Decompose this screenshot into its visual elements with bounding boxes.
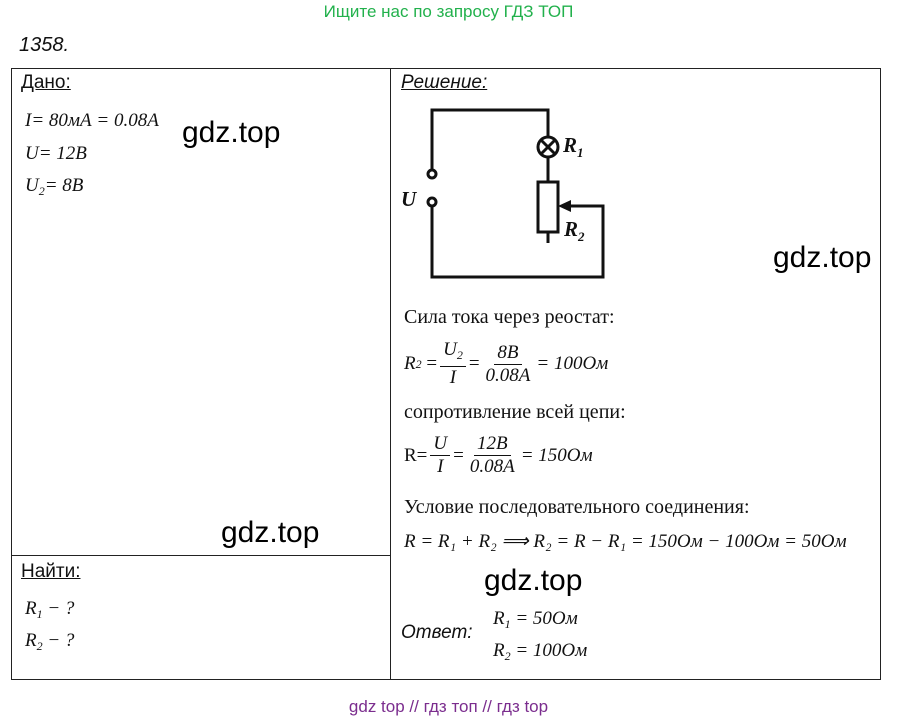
table-divider-vertical xyxy=(390,68,391,680)
circuit-wire xyxy=(430,204,605,279)
circuit-diagram: U R1 R2 xyxy=(401,108,605,279)
solution-heading: Решение: xyxy=(401,72,488,93)
circuit-wire xyxy=(430,108,550,170)
table-divider-horizontal xyxy=(11,555,391,556)
label-r2: R2 xyxy=(563,217,585,244)
equation-series: R = R₁ + R₂ ⟹ R₂ = R − R₁ = 150Ом − 100О… xyxy=(404,531,847,552)
answer-r1: R1 = 50Ом xyxy=(493,608,578,631)
terminal-icon xyxy=(426,196,438,208)
rheostat-icon xyxy=(536,180,560,234)
find-heading: Найти: xyxy=(21,561,81,582)
text-series-condition: Условие последовательного соединения: xyxy=(404,496,750,518)
terminal-icon xyxy=(426,168,438,180)
watermark: gdz.top xyxy=(773,241,872,274)
given-line-voltage: U= 12В xyxy=(25,143,87,164)
top-banner: Ищите нас по запросу ГДЗ ТОП xyxy=(323,2,574,21)
watermark: gdz.top xyxy=(221,516,320,549)
label-r1: R1 xyxy=(562,133,584,160)
rheostat-slider-icon xyxy=(558,200,571,212)
text-current-through-rheostat: Сила тока через реостат: xyxy=(404,306,615,328)
lamp-icon xyxy=(536,135,560,159)
label-u: U xyxy=(401,187,418,211)
footer: gdz top // гдз топ // гдз top xyxy=(348,697,549,716)
solution-table xyxy=(11,68,881,680)
given-heading: Дано: xyxy=(21,72,71,93)
watermark: gdz.top xyxy=(484,564,583,597)
answer-label: Ответ: xyxy=(401,622,473,643)
find-line-r2: R2 − ? xyxy=(25,630,75,653)
find-line-r1: R1 − ? xyxy=(25,598,75,621)
given-line-current: I= 80мА = 0.08А xyxy=(25,110,159,131)
text-total-resistance: сопротивление всей цепи: xyxy=(404,401,626,423)
problem-number: 1358. xyxy=(19,34,70,56)
answer-r2: R2 = 100Ом xyxy=(493,640,588,663)
watermark: gdz.top xyxy=(182,116,281,149)
given-line-voltage-2: U2= 8В xyxy=(25,175,84,198)
